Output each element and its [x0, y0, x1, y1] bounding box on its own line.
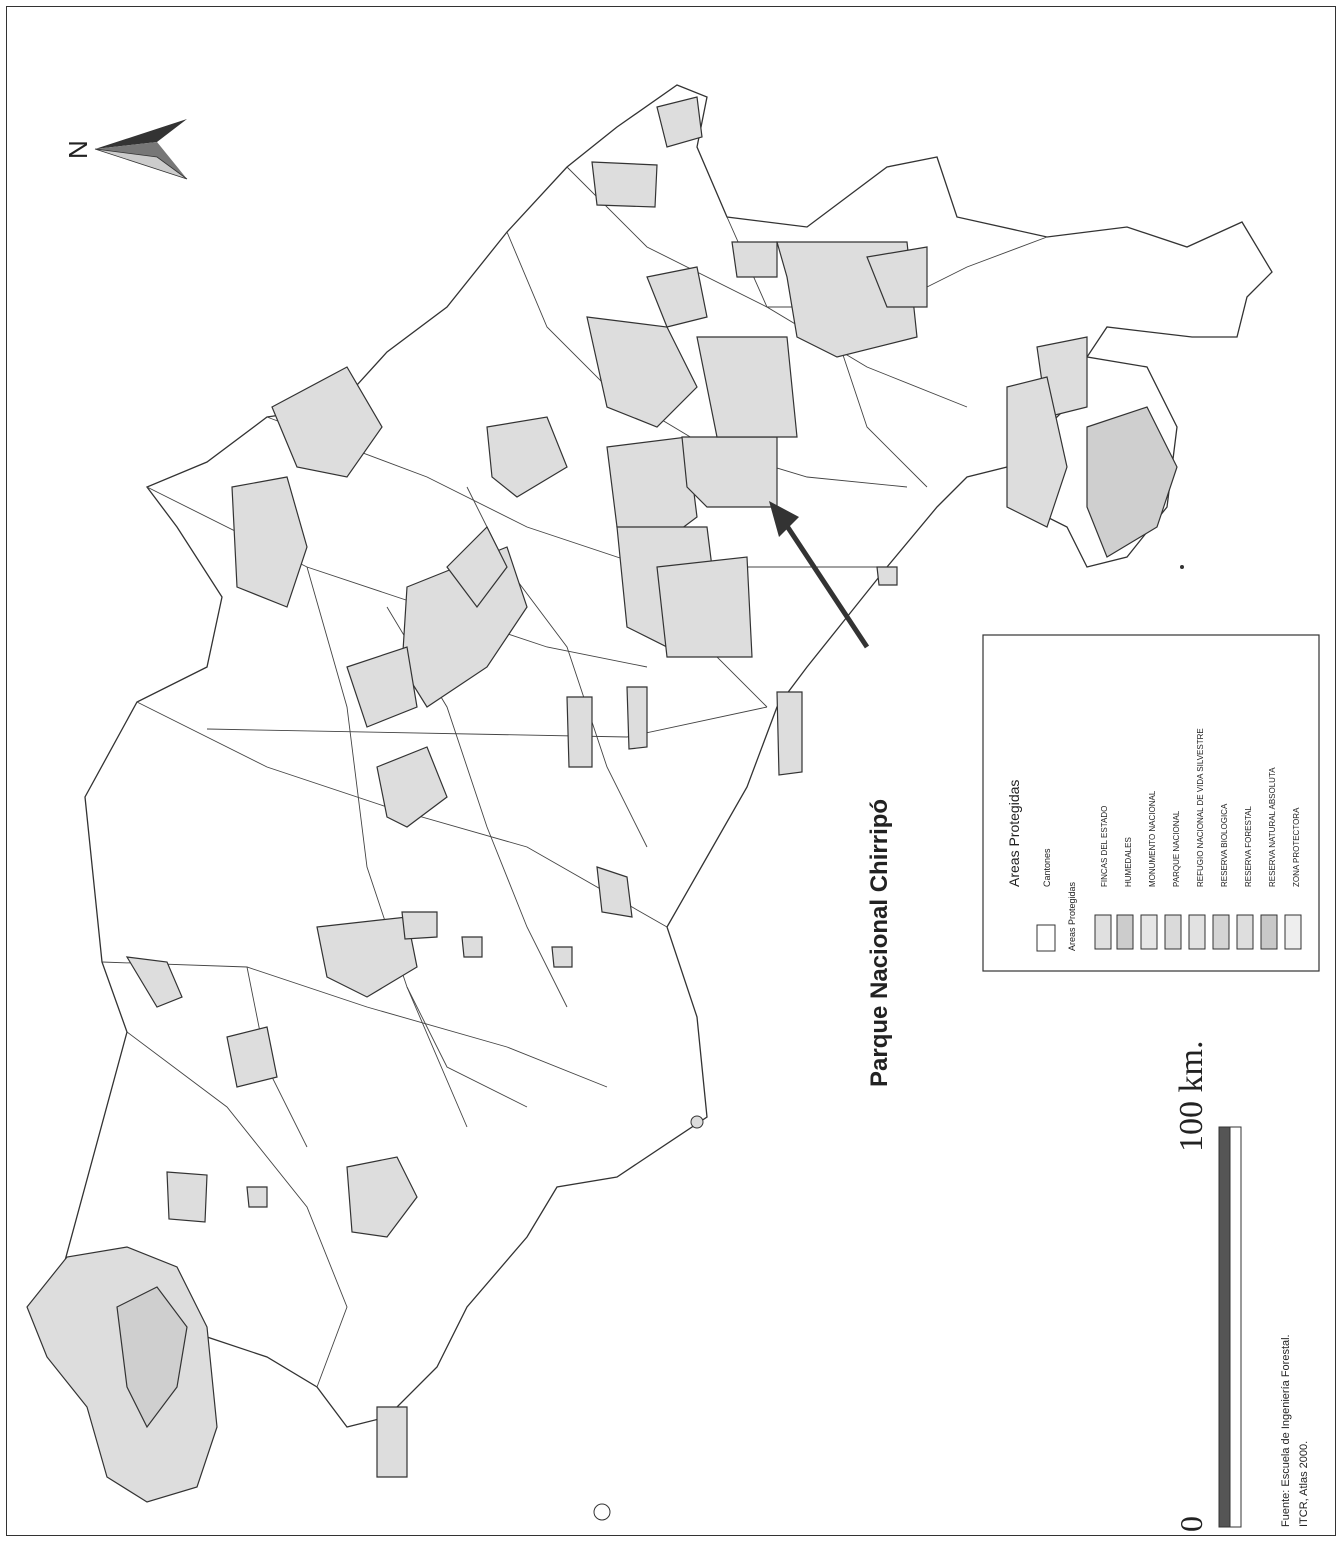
legend-cantones-label: Cantones	[1042, 848, 1052, 887]
legend-label: RESERVA FORESTAL	[1244, 806, 1253, 887]
scale-start-label: 0	[1173, 1516, 1209, 1532]
protected-areas	[26, 96, 1178, 1503]
legend-label: REFUGIO NACIONAL DE VIDA SILVESTRE	[1196, 728, 1205, 887]
legend-label: RESERVA BIOLOGICA	[1220, 803, 1229, 887]
protected-areas-map: Parque Nacional Chirripó N 0 100 km. Fue…	[26, 84, 1320, 1532]
callout-arrow	[782, 521, 870, 649]
legend-label: MONUMENTO NACIONAL	[1148, 790, 1157, 887]
legend-label: ZONA PROTECTORA	[1292, 807, 1301, 887]
scale-end-label: 100 km.	[1173, 1041, 1210, 1152]
callout-arrowhead	[769, 501, 799, 537]
north-label: N	[63, 140, 93, 159]
islands	[593, 565, 1184, 1521]
canton-lines	[101, 166, 1048, 1388]
scale-bar	[1218, 1126, 1242, 1528]
legend-label: RESERVA NATURAL ABSOLUTA	[1268, 767, 1277, 887]
legend-group-label: Areas Protegidas	[1067, 881, 1077, 951]
legend-labels: FINCAS DEL ESTADO HUMEDALES MONUMENTO NA…	[1100, 728, 1301, 887]
legend-label: HUMEDALES	[1124, 837, 1133, 887]
legend-label: FINCAS DEL ESTADO	[1100, 806, 1109, 887]
source-line-2: ITCR, Atlas 2000.	[1298, 1441, 1310, 1527]
callout-label: Parque Nacional Chirripó	[866, 799, 893, 1087]
legend-label: PARQUE NACIONAL	[1172, 810, 1181, 887]
map-frame: Parque Nacional Chirripó N 0 100 km. Fue…	[6, 6, 1336, 1536]
legend-swatch-cantones	[1036, 924, 1056, 952]
north-arrow-icon	[94, 119, 188, 180]
source-line-1: Fuente: Escuela de Ingeniería Forestal.	[1280, 1334, 1292, 1527]
legend-items	[1094, 914, 1302, 950]
legend-title: Areas Protegidas	[1006, 780, 1022, 887]
